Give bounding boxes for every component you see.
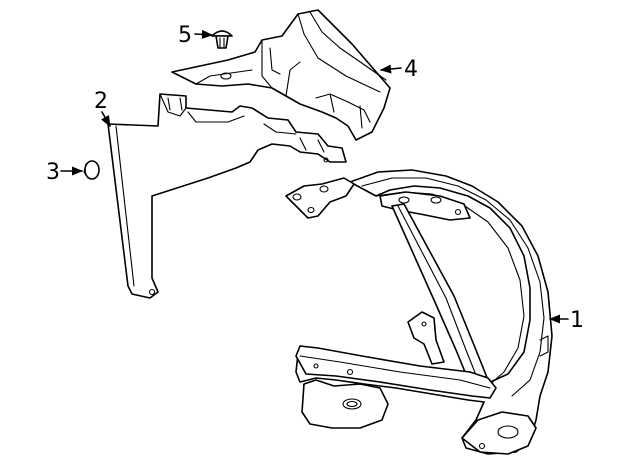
part-5-push-clip bbox=[211, 30, 233, 49]
callout-1: 1 bbox=[548, 308, 584, 333]
callout-1-label: 1 bbox=[570, 308, 584, 333]
callout-2-label: 2 bbox=[94, 89, 108, 114]
part-1-support-frame bbox=[285, 169, 553, 455]
callout-2: 2 bbox=[94, 89, 111, 127]
callout-3: 3 bbox=[46, 160, 84, 185]
callout-4-label: 4 bbox=[404, 57, 418, 82]
callout-3-label: 3 bbox=[46, 160, 60, 185]
part-3-fastener bbox=[83, 160, 100, 180]
part-4-upper-shroud bbox=[171, 9, 391, 141]
callout-5-label: 5 bbox=[178, 23, 192, 48]
callout-4: 4 bbox=[379, 57, 418, 82]
callout-5: 5 bbox=[178, 23, 214, 48]
part-2-side-panel bbox=[107, 93, 347, 299]
